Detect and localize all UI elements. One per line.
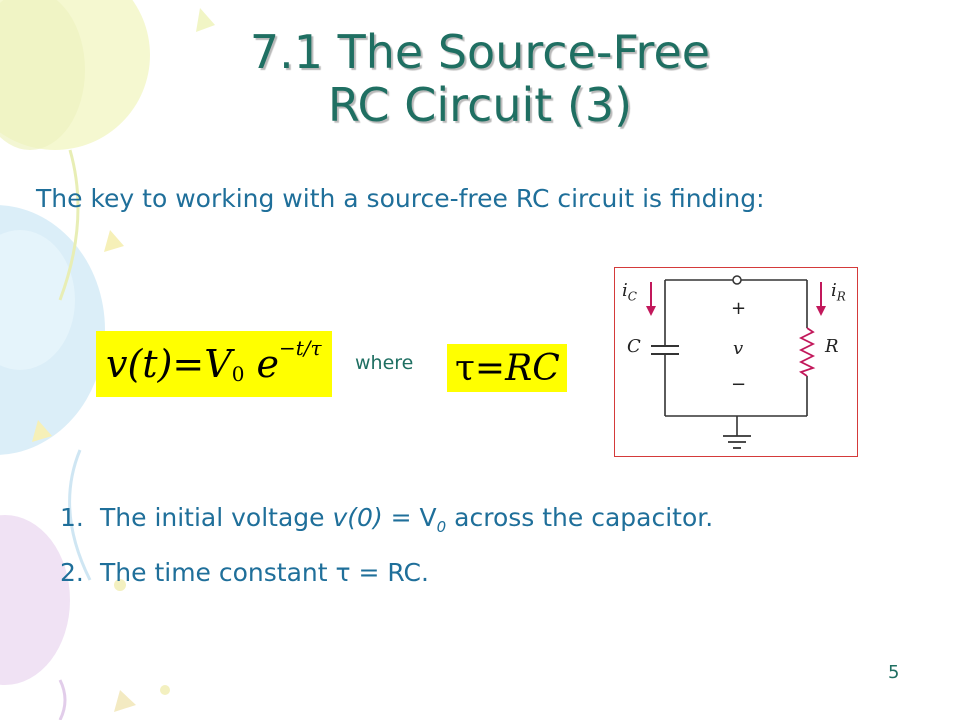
list-text: The time constant τ = RC. [100, 558, 429, 587]
list-item: 2. The time constant τ = RC. [60, 555, 780, 591]
eq-exponent: −t/τ [279, 336, 322, 360]
minus-sign: − [731, 374, 747, 395]
where-label: where [355, 352, 414, 374]
list-number: 2. [60, 558, 84, 587]
voltage-label: v [733, 338, 744, 359]
resistor-label: R [825, 336, 839, 357]
ic-label: iC [622, 280, 637, 304]
capacitor-label: C [627, 336, 641, 357]
page-number: 5 [888, 662, 900, 683]
tau-equals: = [474, 347, 506, 389]
tau-lhs: τ [455, 347, 475, 389]
title-line-2: RC Circuit (3) [327, 78, 633, 133]
eq-v-sub: 0 [231, 362, 245, 386]
eq-v: V [204, 342, 232, 386]
eq-equals: = [172, 342, 205, 386]
list-item: 1. The initial voltage v(0) = V0 across … [60, 500, 780, 545]
requirements-list: 1. The initial voltage v(0) = V0 across … [60, 500, 780, 601]
tau-equation: τ = RC [447, 344, 567, 392]
list-number: 1. [60, 503, 84, 532]
list-text: The initial voltage v(0) = V0 across the… [100, 503, 714, 536]
tau-rhs: RC [505, 347, 560, 389]
slide-title: 7.1 The Source-Free RC Circuit (3) [150, 25, 810, 133]
eq-e: e [256, 342, 280, 386]
eq-lhs: v(t) [106, 342, 173, 386]
rc-circuit-diagram: iC iR C R v + − [614, 267, 858, 457]
circuit-wiring [646, 275, 826, 449]
plus-sign: + [731, 298, 747, 319]
title-line-1: 7.1 The Source-Free [249, 25, 711, 79]
intro-text: The key to working with a source-free RC… [36, 184, 765, 213]
ir-label: iR [831, 280, 846, 304]
